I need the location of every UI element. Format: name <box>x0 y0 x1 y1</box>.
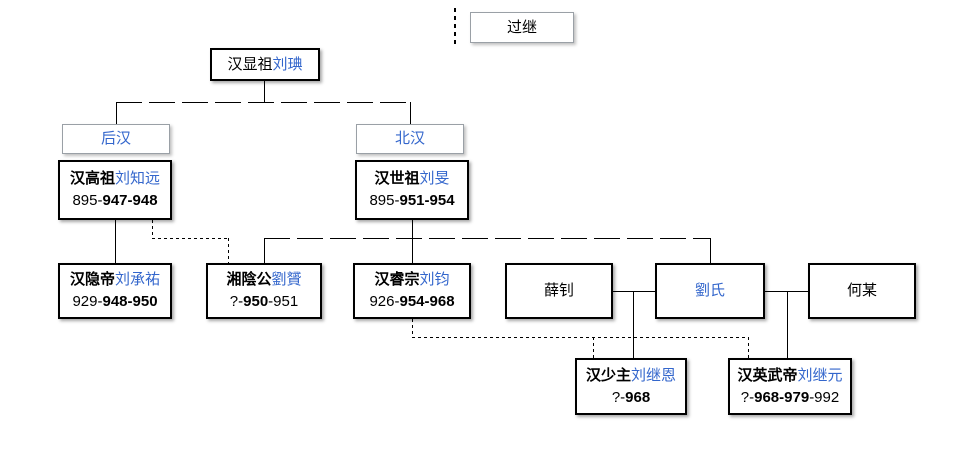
node-gaozu: 汉高祖刘知远 895-947-948 <box>58 160 172 220</box>
node-yindi-line1: 汉隐帝刘承祐 <box>70 269 160 291</box>
node-xianzu-title: 汉显祖 <box>227 55 273 73</box>
node-ruizong-name-link[interactable]: 刘钧 <box>419 271 450 288</box>
node-xuezhao-name: 薛钊 <box>543 282 574 299</box>
connector-marriage-xuezhao-liushi <box>613 291 655 292</box>
node-yindi-name-link[interactable]: 刘承祐 <box>115 271 161 288</box>
connector-adoption-drop-xiangyin <box>228 238 229 263</box>
node-gaozu-years: 895-947-948 <box>72 192 158 209</box>
connector-xianzu-stem <box>264 81 265 102</box>
node-shaozhu-name-link[interactable]: 刘继恩 <box>631 366 677 384</box>
node-shizu-name-link[interactable]: 刘旻 <box>419 170 450 187</box>
node-houhan: 后汉 <box>62 124 170 154</box>
node-houhan-link[interactable]: 后汉 <box>100 130 131 147</box>
node-yingwudi-line1: 汉英武帝刘继元 <box>737 365 842 387</box>
legend-label: 过继 <box>506 18 537 36</box>
connector-adoption-ruizong-rail <box>412 337 748 338</box>
legend-box: 过继 <box>470 12 574 43</box>
legend-adoption-dashed-line <box>454 8 456 48</box>
node-yingwudi: 汉英武帝刘继元 ?-968-979-992 <box>728 358 852 415</box>
node-xiangyin-title: 湘陰公 <box>226 271 272 288</box>
connector-drop-liushi <box>710 238 711 263</box>
node-yingwudi-name-link[interactable]: 刘继元 <box>797 366 843 384</box>
connector-adoption-drop-yingwudi <box>748 337 749 358</box>
node-yindi-title: 汉隐帝 <box>69 271 115 288</box>
node-shizu-years: 895-951-954 <box>369 192 455 209</box>
connector-drop-xiangyin <box>264 238 265 263</box>
node-xiangyin: 湘陰公劉贇 ?-950-951 <box>206 263 322 319</box>
node-liushi-name-link[interactable]: 劉氏 <box>694 282 725 299</box>
node-xiangyin-years: ?-950-951 <box>229 293 299 310</box>
node-xianzu-name-link[interactable]: 刘琠 <box>272 55 303 73</box>
node-yingwudi-title: 汉英武帝 <box>737 366 798 384</box>
connector-marriage-liushi-hemou <box>765 291 808 292</box>
node-shizu-title: 汉世祖 <box>374 170 420 187</box>
connector-drop-shaozhu <box>633 291 634 358</box>
node-yingwudi-years: ?-968-979-992 <box>740 388 840 406</box>
node-yindi-years: 929-948-950 <box>72 293 158 310</box>
connector-shizu-children-rail <box>264 238 710 239</box>
connector-dynasty-rail <box>116 102 411 103</box>
node-shizu-line1: 汉世祖刘旻 <box>374 168 449 190</box>
node-beihan-link[interactable]: 北汉 <box>394 130 425 147</box>
connector-adoption-gaozu-rail <box>152 238 228 239</box>
node-gaozu-name-link[interactable]: 刘知远 <box>115 170 161 187</box>
node-beihan: 北汉 <box>356 124 464 154</box>
node-liushi: 劉氏 <box>655 263 765 319</box>
node-xuezhao: 薛钊 <box>505 263 613 319</box>
node-ruizong-title: 汉睿宗 <box>374 271 420 288</box>
node-xianzu-line: 汉显祖刘琠 <box>227 54 302 76</box>
node-shaozhu-years: ?-968 <box>611 388 651 406</box>
node-xiangyin-name-link[interactable]: 劉贇 <box>271 271 302 288</box>
node-shaozhu-title: 汉少主 <box>585 366 631 384</box>
node-shaozhu-line1: 汉少主刘继恩 <box>586 365 676 387</box>
node-shaozhu: 汉少主刘继恩 ?-968 <box>575 358 687 415</box>
connector-adoption-drop-shaozhu <box>593 337 594 358</box>
node-ruizong-years: 926-954-968 <box>369 293 455 310</box>
connector-drop-yingwudi <box>787 291 788 358</box>
node-xianzu: 汉显祖刘琠 <box>210 48 320 81</box>
connector-gaozu-yindi <box>115 220 116 263</box>
node-hemou-name: 何某 <box>846 282 877 299</box>
connector-drop-beihan <box>410 102 411 124</box>
connector-adoption-ruizong-stem <box>412 319 413 337</box>
node-shizu: 汉世祖刘旻 895-951-954 <box>355 160 469 220</box>
node-xiangyin-line1: 湘陰公劉贇 <box>226 269 301 291</box>
node-gaozu-title: 汉高祖 <box>69 170 115 187</box>
node-ruizong-line1: 汉睿宗刘钧 <box>374 269 449 291</box>
node-ruizong: 汉睿宗刘钧 926-954-968 <box>353 263 471 319</box>
node-gaozu-line1: 汉高祖刘知远 <box>70 168 160 190</box>
node-yindi: 汉隐帝刘承祐 929-948-950 <box>58 263 172 319</box>
connector-shizu-ruizong <box>412 220 413 263</box>
connector-drop-houhan <box>116 102 117 124</box>
node-hemou: 何某 <box>808 263 916 319</box>
connector-adoption-gaozu-stem <box>152 220 153 238</box>
